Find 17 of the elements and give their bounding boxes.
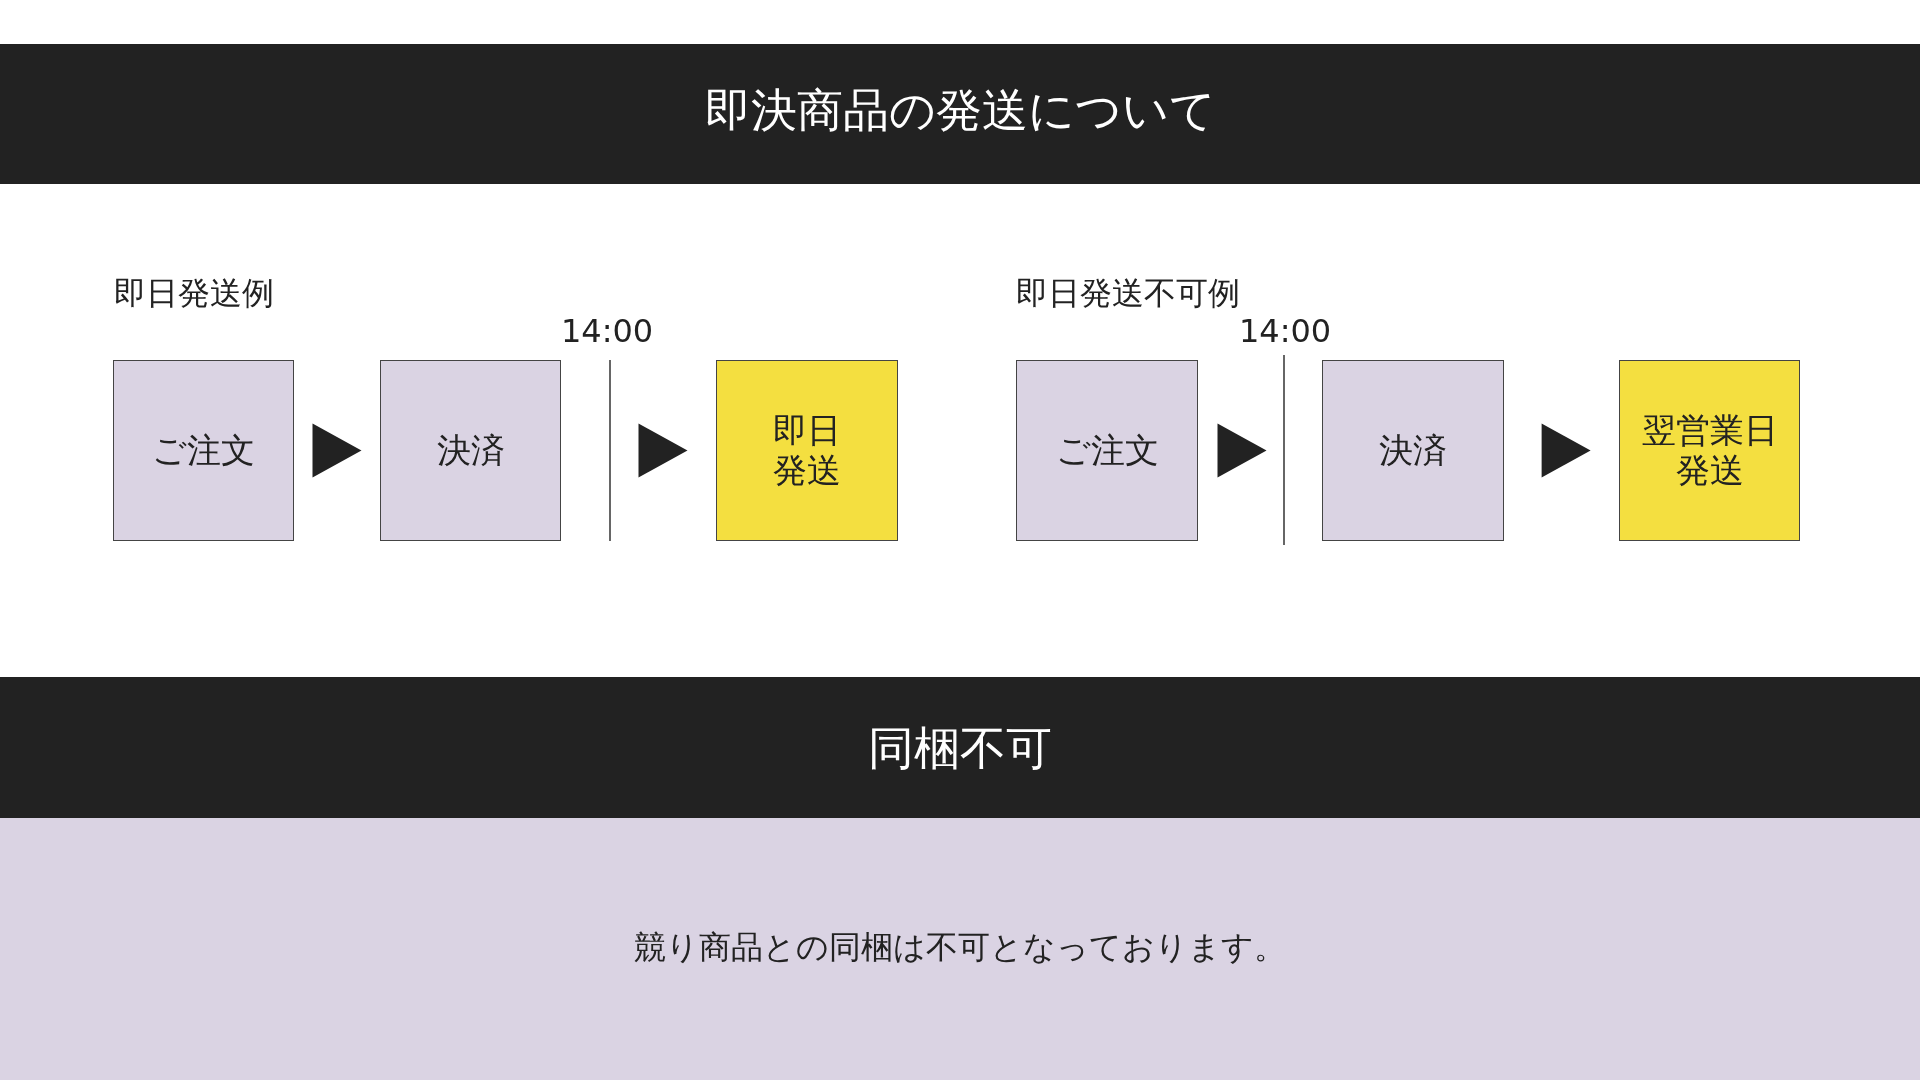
section-title: 同梱不可 [867, 720, 1053, 777]
step-box: ご注文 [1016, 360, 1198, 541]
step-box: 翌営業日発送 [1619, 360, 1800, 541]
example-heading: 即日発送不可例 [1016, 273, 1240, 314]
arrow [1217, 423, 1267, 478]
example-heading: 即日発送例 [114, 273, 274, 314]
arrow [638, 423, 688, 478]
step-box: 決済 [380, 360, 561, 541]
cutoff-time: 14:00 [1239, 312, 1332, 350]
arrow [312, 423, 362, 478]
page-title: 即決商品の発送について [703, 82, 1217, 139]
cutoff-time: 14:00 [561, 312, 654, 350]
notice-text: 競り商品との同梱は不可となっております。 [633, 927, 1287, 968]
step-box: 決済 [1322, 360, 1504, 541]
step-box: ご注文 [113, 360, 294, 541]
arrow [1541, 423, 1591, 478]
step-box: 即日発送 [716, 360, 898, 541]
